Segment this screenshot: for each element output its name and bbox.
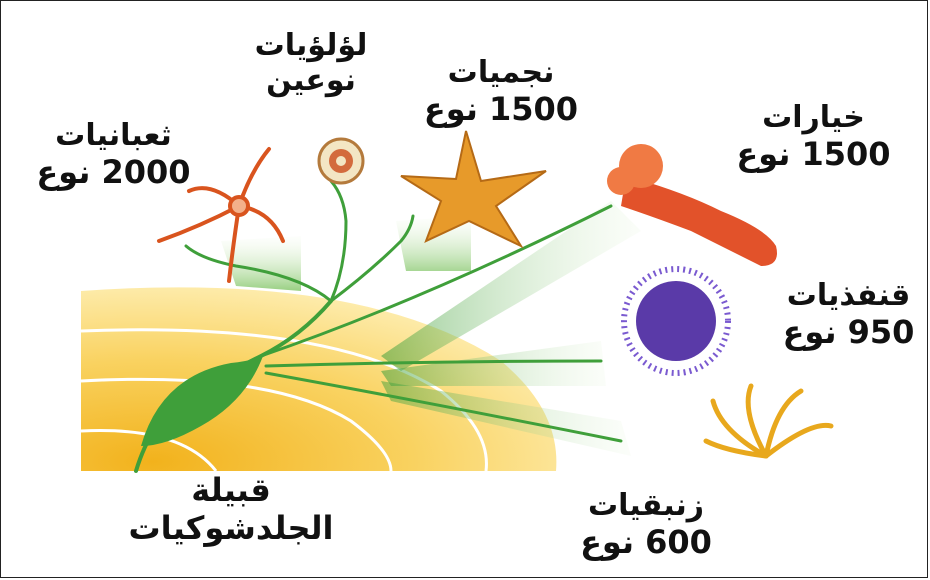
sea-urchin-illustration (624, 269, 728, 373)
group-name: لؤلؤيات (241, 29, 381, 64)
group-name: زنبقيات (571, 489, 721, 524)
group-label-holothuroidea: خيارات 1500 نوع (731, 101, 896, 172)
sea-lily-illustration (706, 386, 831, 456)
group-label-echinoidea: قنفذيات 950 نوع (781, 279, 916, 350)
group-name: خيارات (731, 101, 896, 136)
group-name: قنفذيات (781, 279, 916, 314)
group-label-ophiuroidea: ثعبانيات 2000 نوع (26, 119, 201, 190)
phylum-title: قبيلة الجلدشوكيات (91, 471, 371, 547)
group-count: 1500 نوع (731, 136, 896, 173)
sea-daisy-illustration (319, 139, 363, 183)
group-name: نجميات (421, 56, 581, 91)
group-count: 600 نوع (571, 524, 721, 561)
group-count: نوعين (241, 64, 381, 99)
group-label-asteroidea: نجميات 1500 نوع (421, 56, 581, 127)
group-label-crinoidea: زنبقيات 600 نوع (571, 489, 721, 560)
group-name: ثعبانيات (26, 119, 201, 154)
group-label-concentricycloidea: لؤلؤيات نوعين (241, 29, 381, 98)
group-count: 1500 نوع (421, 91, 581, 128)
group-count: 950 نوع (781, 314, 916, 351)
group-count: 2000 نوع (26, 154, 201, 191)
